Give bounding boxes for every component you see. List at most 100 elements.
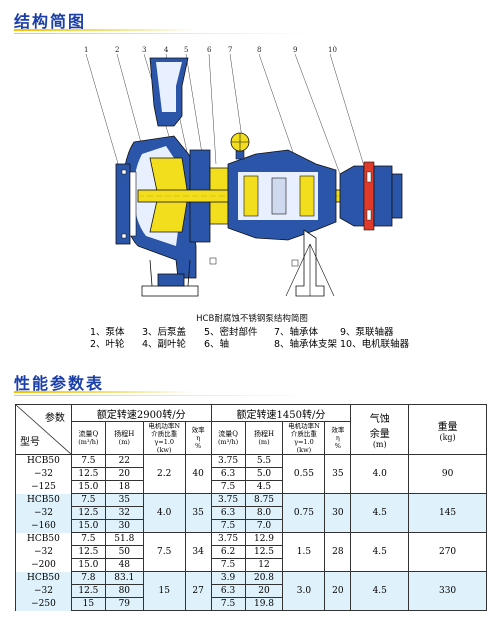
- head-2900-cell: 32: [104, 506, 144, 520]
- legend-item: 5、密封部件: [204, 327, 258, 338]
- model-cell: HCB50: [15, 454, 72, 468]
- corner-top-label: 参数: [44, 413, 65, 424]
- subheader-flow: 流量Q(m³/h): [210, 421, 246, 455]
- legend-item: 8、轴承体支架: [274, 339, 338, 350]
- head-2900-cell: 35: [104, 493, 144, 507]
- flow-1450-cell: 7.5: [210, 558, 246, 572]
- corner-diagonal: [16, 405, 71, 454]
- model-cell: −160: [15, 519, 72, 533]
- model-cell: −32: [15, 506, 72, 520]
- head-2900-cell: 30: [104, 519, 144, 533]
- subheader-flow: 流量Q(m³/h): [70, 421, 106, 455]
- head-unit: (m): [118, 438, 130, 446]
- diagram-caption: HCB耐腐蚀不锈钢泵结构简图: [196, 314, 308, 324]
- part-number-label: 10: [328, 46, 337, 54]
- legend-item: 4、副叶轮: [142, 339, 187, 350]
- corner-bottom-label: 型号: [20, 437, 40, 448]
- flow-2900-cell: 12.5: [70, 584, 106, 598]
- couplings: [339, 161, 403, 231]
- npsh-cell: 4.5: [350, 571, 410, 611]
- legend-item: 6、轴: [204, 339, 230, 350]
- flow-2900-cell: 12.5: [70, 545, 106, 559]
- flow-2900-cell: 7.8: [70, 571, 106, 585]
- power-label-2: 介质比重: [290, 430, 317, 438]
- legend-item: 2、叶轮: [90, 339, 125, 350]
- head-1450-cell: 12.9: [244, 532, 284, 546]
- head-1450-cell: 8.0: [244, 506, 284, 520]
- power-1450-cell: 0.75: [282, 493, 326, 533]
- power-label-3: γ=1.0: [154, 438, 175, 446]
- power-2900-cell: 15: [142, 571, 186, 611]
- bolts: [121, 169, 299, 267]
- eff-2900-cell: 27: [184, 571, 212, 611]
- header-speed-2900: 额定转速2900转/分: [70, 404, 212, 422]
- header-weight: 重量 (kg): [408, 404, 487, 455]
- head-1450-cell: 5.0: [244, 467, 284, 481]
- head-2900-cell: 18: [104, 480, 144, 494]
- flow-label: 流量Q: [78, 430, 99, 438]
- flow-1450-cell: 7.5: [210, 597, 246, 611]
- eff-2900-cell: 35: [184, 493, 212, 533]
- flow-unit: (m³/h): [217, 438, 239, 446]
- eff-symbol: η: [335, 434, 340, 442]
- legend-item: 1、泵体: [90, 327, 125, 338]
- performance-table: 参数 型号 额定转速2900转/分 额定转速1450转/分 气蚀 余量 (m) …: [15, 404, 487, 611]
- eff-1450-cell: 30: [324, 493, 352, 533]
- flow-unit: (m³/h): [78, 438, 99, 446]
- head-2900-cell: 80: [104, 584, 144, 598]
- eff-symbol: η: [196, 434, 201, 442]
- flow-2900-cell: 7.5: [70, 532, 106, 546]
- part-number-label: 3: [142, 46, 146, 54]
- power-unit: (kw): [156, 446, 172, 454]
- power-2900-cell: 2.2: [142, 454, 186, 494]
- model-cell: −32: [15, 467, 72, 481]
- power-label: 电机功率N: [288, 422, 320, 430]
- npsh-cell: 4.5: [350, 493, 410, 533]
- model-cell: HCB50: [15, 571, 72, 585]
- weight-cell: 145: [408, 493, 487, 533]
- flow-2900-cell: 15.0: [70, 480, 106, 494]
- legend-item: 9、泵联轴器: [340, 327, 394, 338]
- head-2900-cell: 48: [104, 558, 144, 572]
- weight-unit: (kg): [439, 432, 456, 442]
- flow-1450-cell: 7.5: [210, 519, 246, 533]
- head-2900-cell: 50: [104, 545, 144, 559]
- flow-1450-cell: 3.75: [210, 454, 246, 468]
- flow-2900-cell: 15.0: [70, 519, 106, 533]
- power-1450-cell: 0.55: [282, 454, 326, 494]
- eff-label: 效率: [331, 426, 345, 434]
- legend-item: 10、电机联轴器: [340, 339, 410, 350]
- part-number-label: 6: [207, 46, 212, 54]
- part-number-label: 4: [164, 46, 169, 54]
- flow-1450-cell: 6.3: [210, 467, 246, 481]
- flow-2900-cell: 7.5: [70, 454, 106, 468]
- flow-1450-cell: 6.3: [210, 506, 246, 520]
- flow-1450-cell: 7.5: [210, 480, 246, 494]
- eff-2900-cell: 34: [184, 532, 212, 572]
- weight-cell: 90: [408, 454, 487, 494]
- corner-cell: 参数 型号: [15, 404, 72, 455]
- head-2900-cell: 83.1: [104, 571, 144, 585]
- subheader-head: 扬程H(m): [104, 421, 144, 455]
- section-title-performance: 性能参数表: [14, 374, 105, 393]
- flow-1450-cell: 3.9: [210, 571, 246, 585]
- flow-2900-cell: 12.5: [70, 506, 106, 520]
- weight-cell: 330: [408, 571, 487, 611]
- npsh-cell: 4.5: [350, 532, 410, 572]
- part-number-label: 9: [293, 46, 297, 54]
- model-cell: −125: [15, 480, 72, 494]
- power-label-3: γ=1.0: [294, 438, 314, 446]
- model-cell: −32: [15, 545, 72, 559]
